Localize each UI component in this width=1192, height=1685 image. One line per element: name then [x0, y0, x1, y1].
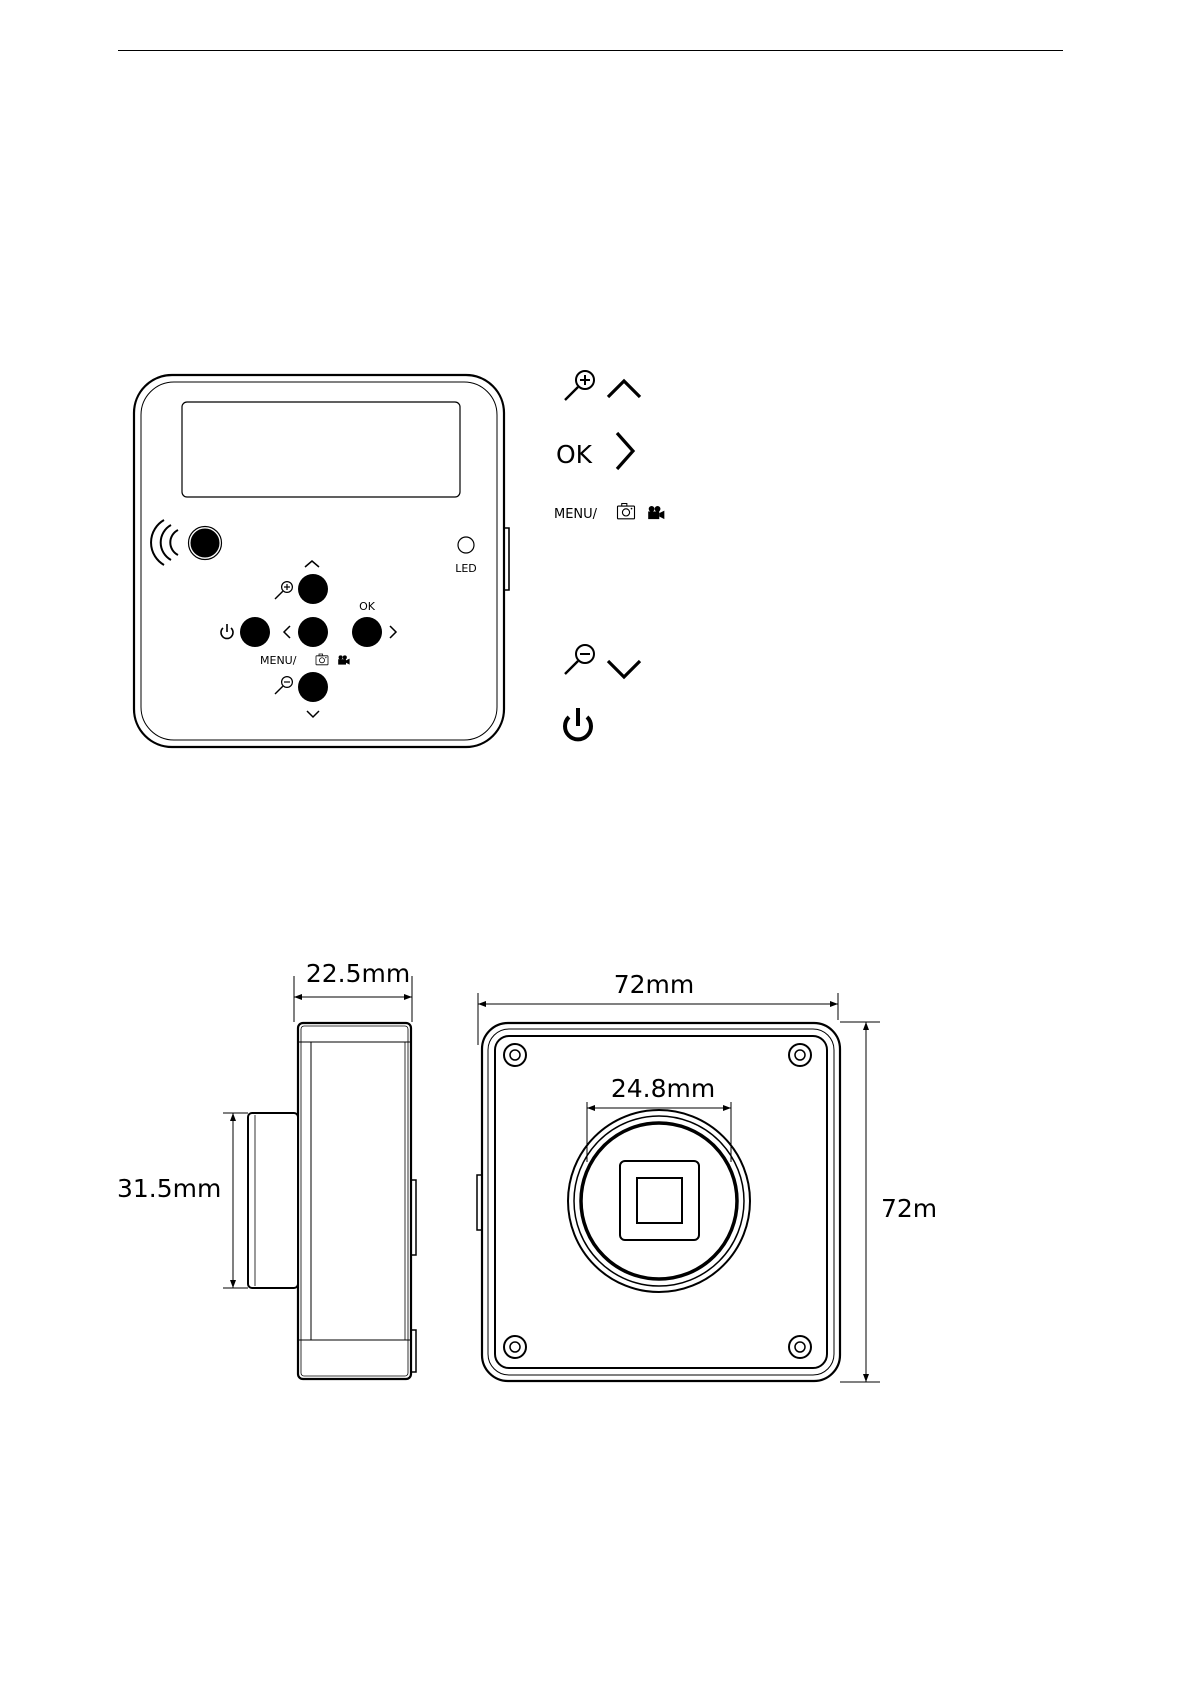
up-zoom-in-button[interactable]	[298, 574, 328, 604]
chevron-up-icon	[608, 381, 640, 397]
ok-label: OK	[359, 600, 376, 613]
legend-menu-label: MENU/	[554, 507, 598, 522]
ok-button[interactable]	[352, 617, 382, 647]
mount-diameter-label: 24.8mm	[611, 1074, 715, 1103]
down-zoom-out-button[interactable]	[298, 672, 328, 702]
menu-label: MENU/	[260, 654, 297, 667]
video-icon	[648, 506, 664, 519]
zoom-in-icon	[565, 371, 594, 400]
side-height-label: 31.5mm	[117, 1174, 221, 1203]
wifi-button[interactable]	[189, 527, 222, 560]
chevron-right-icon	[617, 433, 633, 469]
power-icon	[565, 708, 591, 739]
led-label: LED	[455, 562, 477, 575]
legend-ok-label: OK	[556, 440, 593, 469]
control-panel: LED OK MENU/	[134, 375, 509, 747]
side-view-drawing: 22.5mm 31.5mm	[117, 959, 416, 1379]
side-depth-label: 22.5mm	[306, 959, 410, 988]
camera-icon	[618, 504, 635, 519]
front-width-label: 72mm	[614, 970, 695, 999]
front-height-label: 72m	[881, 1194, 937, 1223]
menu-button[interactable]	[298, 617, 328, 647]
zoom-out-icon	[565, 645, 594, 674]
chevron-down-icon	[608, 661, 640, 677]
power-button[interactable]	[240, 617, 270, 647]
button-legend: OK MENU/	[554, 371, 664, 739]
front-view-drawing: 72mm 24.8mm	[477, 970, 937, 1382]
